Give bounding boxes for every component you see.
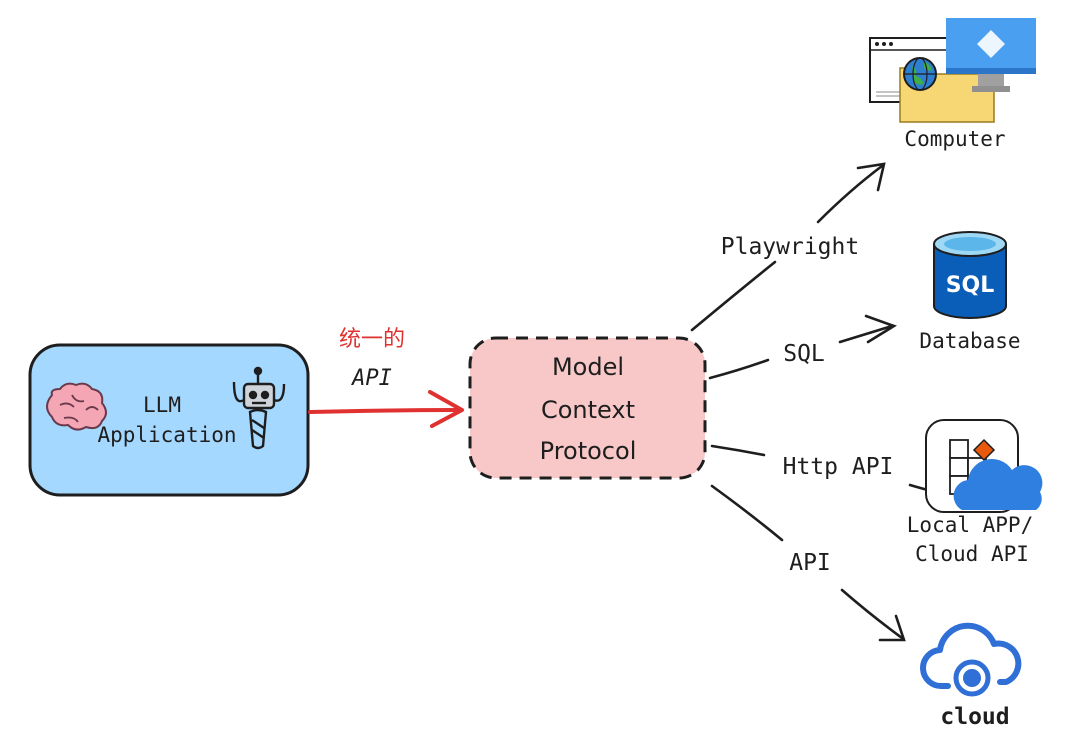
sql-label: SQL [783, 341, 825, 367]
cloud-icon [953, 458, 1043, 510]
api-label: API [789, 550, 831, 576]
computer-label: Computer [904, 127, 1005, 151]
mcp-node: Model Context Protocol [468, 336, 707, 480]
api-edge [710, 484, 906, 642]
unified-api-label-line2: API [350, 366, 392, 391]
computer-node: Computer [869, 18, 1036, 151]
sql-icon-text: SQL [946, 273, 995, 298]
local-app-label-line2: Cloud API [915, 542, 1029, 566]
database-label: Database [919, 329, 1020, 353]
llm-application-node: LLM Application [28, 343, 310, 497]
unified-api-label-line1: 统一的 [339, 327, 405, 352]
sql-edge [708, 314, 897, 380]
brain-icon [46, 382, 107, 431]
mcp-label-line3: Protocol [540, 437, 637, 465]
monitor-icon [946, 18, 1036, 92]
mcp-label-line2: Context [541, 396, 635, 424]
cloud-network-icon [919, 622, 1022, 697]
database-node: SQL Database [919, 231, 1021, 353]
playwright-label: Playwright [721, 234, 859, 260]
local-app-label-line1: Local APP/ [907, 513, 1033, 537]
mcp-label-line1: Model [552, 353, 624, 381]
local-app-node: Local APP/ Cloud API [907, 419, 1043, 566]
robot-icon [232, 366, 286, 450]
llm-label-line2: Application [97, 423, 236, 447]
unified-api-edge: 统一的 API [308, 327, 464, 428]
http-api-label: Http API [783, 454, 894, 480]
llm-application-box [28, 343, 310, 497]
cloud-label: cloud [940, 704, 1009, 730]
sql-database-icon: SQL [933, 231, 1007, 319]
mcp-box [468, 336, 707, 480]
cloud-node: cloud [919, 622, 1022, 730]
globe-icon [903, 57, 937, 91]
playwright-edge [690, 162, 886, 332]
llm-label-line1: LLM [143, 393, 181, 417]
